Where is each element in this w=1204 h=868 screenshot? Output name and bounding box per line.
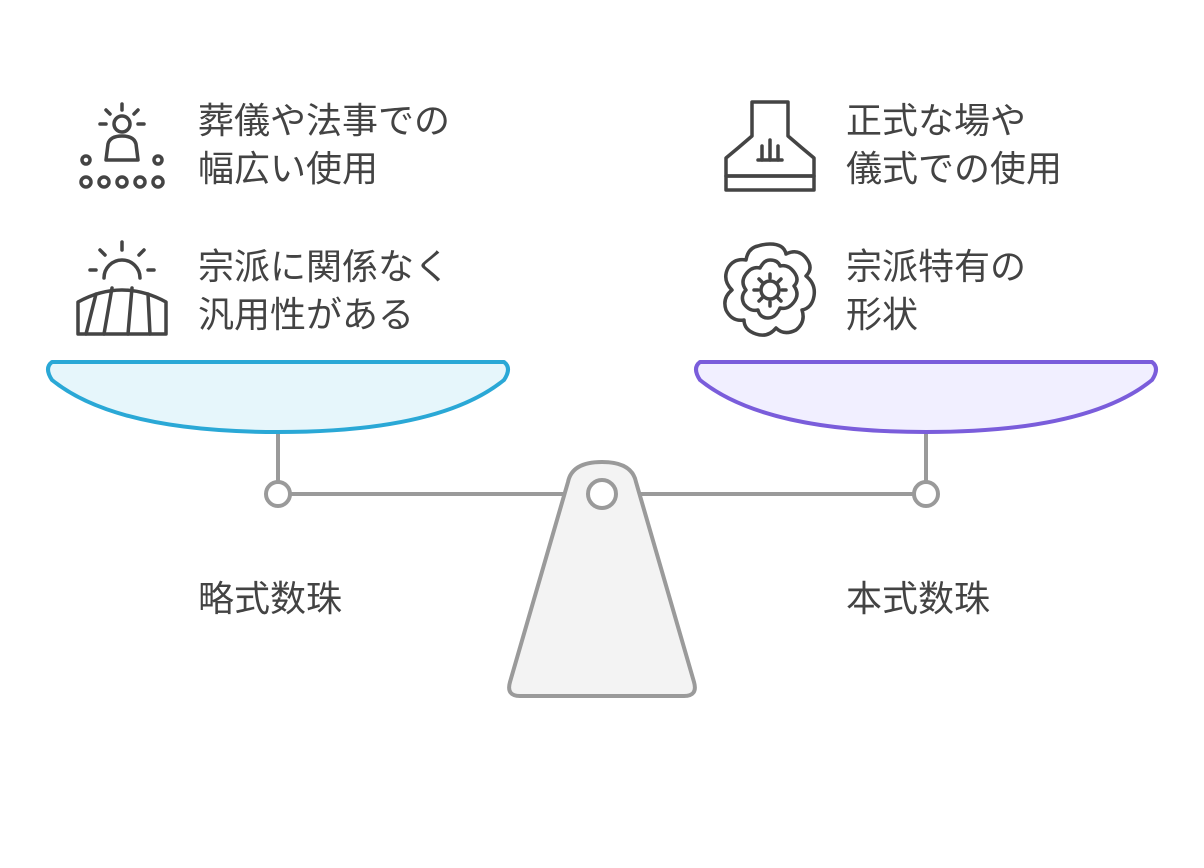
right-beam-ring <box>912 480 940 508</box>
left-feature-2-text: 宗派に関係なく 汎用性がある <box>198 247 451 336</box>
right-feature-2-text: 宗派特有の 形状 <box>846 247 1027 336</box>
right-feature-1-text: 正式な場や 儀式での使用 <box>846 101 1063 190</box>
right-side-label: 本式数珠 <box>846 579 991 620</box>
formal-altar-icon <box>724 100 816 192</box>
right-pan <box>694 360 1158 434</box>
sunrise-field-icon <box>76 240 168 336</box>
left-feature-1-text: 葬儀や法事での 幅広い使用 <box>198 101 451 190</box>
left-side-label: 略式数珠 <box>198 579 343 620</box>
flower-emblem-icon <box>723 242 817 337</box>
pivot-stand <box>507 460 697 698</box>
left-beam-ring <box>264 480 292 508</box>
left-pan <box>46 360 510 434</box>
ceremony-gathering-icon <box>79 102 165 189</box>
pivot-ring <box>586 478 618 510</box>
